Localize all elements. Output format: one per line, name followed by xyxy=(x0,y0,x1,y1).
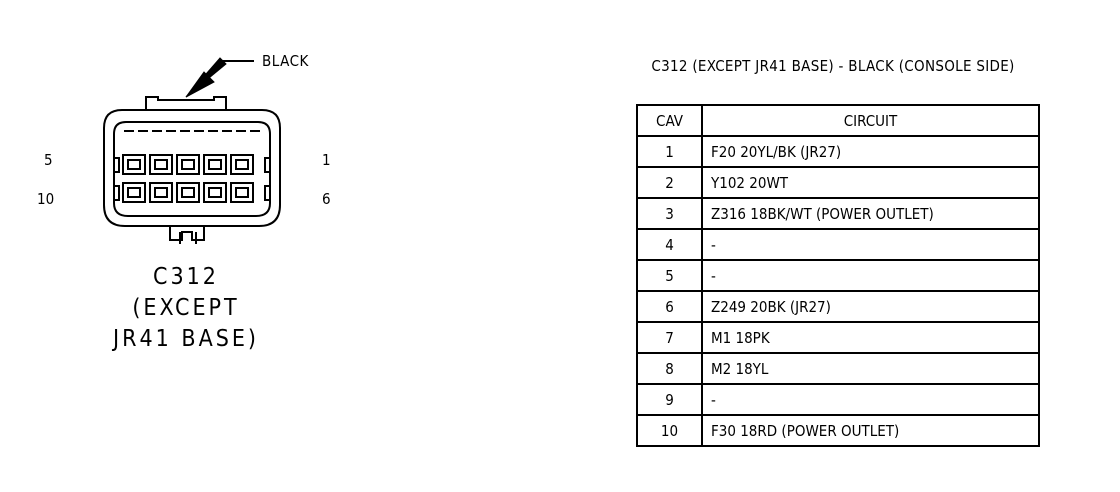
table-row: 3 Z316 18BK/WT (POWER OUTLET) xyxy=(636,197,1040,230)
circuit-cell: Z249 20BK (JR27) xyxy=(701,290,1040,323)
connector-cavities xyxy=(122,154,254,203)
table-row: 5 - xyxy=(636,259,1040,292)
connector-name-line: (EXCEPT xyxy=(132,295,240,321)
cav-cell: 8 xyxy=(636,352,703,385)
circuit-cell: F20 20YL/BK (JR27) xyxy=(701,135,1040,168)
pin-label-bottom-right: 6 xyxy=(322,190,331,208)
pinout-table: CAV CIRCUIT 1 F20 20YL/BK (JR27) 2 Y102 … xyxy=(636,104,1040,447)
circuit-cell: - xyxy=(701,228,1040,261)
circuit-cell: Z316 18BK/WT (POWER OUTLET) xyxy=(701,197,1040,230)
cav-cell: 3 xyxy=(636,197,703,230)
connector-color-label: BLACK xyxy=(262,52,309,70)
cavity-row-bottom xyxy=(122,182,254,203)
table-row: 2 Y102 20WT xyxy=(636,166,1040,199)
header-cav: CAV xyxy=(636,104,703,137)
pin-label-top-left: 5 xyxy=(44,151,53,169)
circuit-cell: - xyxy=(701,383,1040,416)
table-row: 9 - xyxy=(636,383,1040,416)
circuit-cell: Y102 20WT xyxy=(701,166,1040,199)
table-row: 7 M1 18PK xyxy=(636,321,1040,354)
cav-cell: 10 xyxy=(636,414,703,447)
cav-cell: 2 xyxy=(636,166,703,199)
connector-inner-housing xyxy=(113,121,271,217)
connector-lock-tab xyxy=(145,96,227,110)
cav-cell: 9 xyxy=(636,383,703,416)
connector-name-line: C312 xyxy=(153,264,219,290)
circuit-cell: - xyxy=(701,259,1040,292)
cav-cell: 1 xyxy=(636,135,703,168)
connector-bottom-keys xyxy=(169,226,205,241)
connector-diagram: BLACK 5 1 10 6 C312 (EXCEPT JR41 BASE) xyxy=(37,52,331,355)
cav-cell: 5 xyxy=(636,259,703,292)
circuit-cell: M2 18YL xyxy=(701,352,1040,385)
circuit-cell: F30 18RD (POWER OUTLET) xyxy=(701,414,1040,447)
header-circuit: CIRCUIT xyxy=(701,104,1040,137)
connector-face-drawing xyxy=(103,57,281,244)
leader-arrow xyxy=(185,57,254,98)
table-header-row: CAV CIRCUIT xyxy=(636,104,1040,137)
connector-name: C312 (EXCEPT JR41 BASE) xyxy=(100,262,272,355)
pin-label-top-right: 1 xyxy=(322,151,331,169)
pin-label-bottom-left: 10 xyxy=(37,190,55,208)
table-row: 4 - xyxy=(636,228,1040,261)
circuit-cell: M1 18PK xyxy=(701,321,1040,354)
cav-cell: 7 xyxy=(636,321,703,354)
cav-cell: 4 xyxy=(636,228,703,261)
table-row: 6 Z249 20BK (JR27) xyxy=(636,290,1040,323)
connector-outer-housing xyxy=(103,109,281,227)
connector-left-slot xyxy=(113,157,120,173)
connector-right-slot xyxy=(264,157,271,173)
cav-cell: 6 xyxy=(636,290,703,323)
table-row: 8 M2 18YL xyxy=(636,352,1040,385)
table-row: 1 F20 20YL/BK (JR27) xyxy=(636,135,1040,168)
table-title: C312 (EXCEPT JR41 BASE) - BLACK (CONSOLE… xyxy=(651,57,1015,75)
cavity-row-top xyxy=(122,154,254,175)
connector-name-line: JR41 BASE) xyxy=(113,326,259,352)
table-row: 10 F30 18RD (POWER OUTLET) xyxy=(636,414,1040,447)
